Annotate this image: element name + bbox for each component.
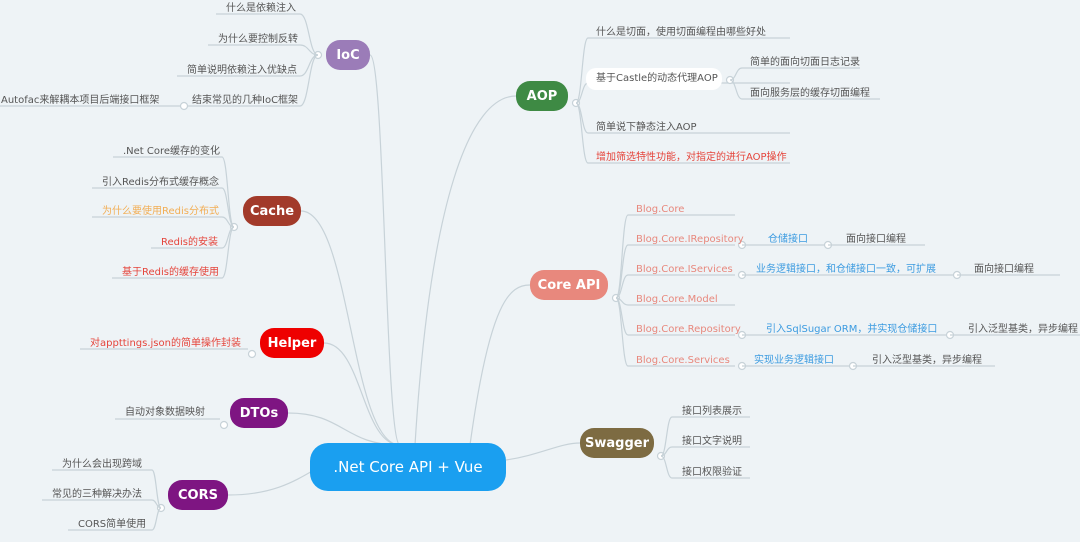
connector-line: [575, 37, 589, 104]
cache-item[interactable]: 基于Redis的缓存使用: [122, 267, 219, 278]
connector-line: [505, 442, 581, 461]
topic-dtos[interactable]: DTOs: [230, 398, 288, 428]
cache-item[interactable]: .Net Core缓存的变化: [123, 146, 221, 157]
coreapi-item[interactable]: Blog.Core.Repository: [636, 324, 741, 335]
aop-item[interactable]: 增加筛选特性功能，对指定的进行AOP操作: [596, 152, 787, 163]
connector-line: [660, 455, 673, 479]
topic-core-api[interactable]: Core API: [530, 270, 608, 300]
connector-line: [221, 187, 235, 228]
swagger-item[interactable]: 接口文字说明: [682, 436, 742, 447]
cache-item[interactable]: 为什么要使用Redis分布式: [102, 206, 219, 217]
connector-line: [369, 54, 401, 446]
topic-ioc[interactable]: IoC: [326, 40, 370, 70]
connector-line: [221, 156, 235, 228]
connector-line: [151, 469, 162, 509]
topic-aop[interactable]: AOP: [516, 81, 568, 111]
cors-item[interactable]: 常见的三种解决办法: [52, 489, 142, 500]
ioc-item[interactable]: 什么是依赖注入: [226, 3, 296, 14]
coreapi-subitem[interactable]: 仓储接口: [768, 234, 808, 245]
coreapi-item[interactable]: Blog.Core.IRepository: [636, 234, 744, 245]
connector-line: [299, 54, 319, 77]
connector-line: [615, 297, 629, 367]
ioc-subitem[interactable]: Autofac来解耦本项目后端接口框架: [1, 95, 160, 106]
swagger-item[interactable]: 接口权限验证: [682, 467, 742, 478]
connector-line: [299, 54, 319, 107]
coreapi-item[interactable]: Blog.Core.Services: [636, 355, 730, 366]
swagger-item[interactable]: 接口列表展示: [682, 406, 742, 417]
aop-subitem[interactable]: 简单的面向切面日志记录: [750, 57, 860, 68]
cache-item[interactable]: Redis的安装: [161, 237, 218, 248]
coreapi-item[interactable]: Blog.Core: [636, 204, 685, 215]
connector-line: [221, 226, 235, 279]
connector-line: [300, 210, 401, 446]
connector-line: [151, 499, 162, 509]
cors-item[interactable]: 为什么会出现跨域: [62, 459, 142, 470]
coreapi-subitem[interactable]: 面向接口编程: [846, 234, 906, 245]
cors-item[interactable]: CORS简单使用: [78, 519, 147, 530]
coreapi-subitem[interactable]: 引入泛型基类，异步编程: [872, 355, 982, 366]
coreapi-item[interactable]: Blog.Core.IServices: [636, 264, 733, 275]
topic-swagger[interactable]: Swagger: [580, 428, 654, 458]
ioc-item[interactable]: 为什么要控制反转: [218, 34, 298, 45]
aop-item[interactable]: 简单说下静态注入AOP: [596, 122, 697, 133]
coreapi-item[interactable]: Blog.Core.Model: [636, 294, 718, 305]
branch-collapse-dot[interactable]: [219, 420, 229, 430]
connector-line: [575, 102, 589, 164]
connector-line: [414, 95, 517, 446]
connector-line: [299, 13, 319, 56]
connector-line: [729, 79, 743, 100]
ioc-item[interactable]: 结束常见的几种IoC框架: [192, 95, 299, 106]
aop-item[interactable]: 什么是切面，使用切面编程由哪些好处: [596, 27, 766, 38]
connector-line: [729, 67, 743, 81]
helper-item[interactable]: 对appttings.json的简单操作封装: [90, 338, 241, 349]
connector-line: [660, 416, 673, 457]
coreapi-subitem[interactable]: 引入SqlSugar ORM，并实现仓储接口: [766, 324, 938, 335]
topic-cors[interactable]: CORS: [168, 480, 228, 510]
connector-line: [287, 412, 401, 446]
coreapi-subitem[interactable]: 实现业务逻辑接口: [754, 355, 834, 366]
topic-cache[interactable]: Cache: [243, 196, 301, 226]
connector-line: [615, 274, 629, 299]
aop-item-highlight: [586, 68, 722, 90]
aop-item[interactable]: 基于Castle的动态代理AOP: [596, 73, 718, 84]
topic-helper[interactable]: Helper: [260, 328, 324, 358]
aop-subitem[interactable]: 面向服务层的缓存切面编程: [750, 88, 870, 99]
ioc-item[interactable]: 简单说明依赖注入优缺点: [187, 65, 297, 76]
coreapi-subitem[interactable]: 面向接口编程: [974, 264, 1034, 275]
connector-line: [299, 44, 319, 56]
root-node[interactable]: .Net Core API + Vue: [310, 443, 506, 491]
connector-line: [151, 507, 162, 531]
connector-line: [660, 446, 673, 457]
branch-collapse-dot[interactable]: [247, 349, 257, 359]
connector-line: [323, 342, 401, 446]
cache-item[interactable]: 引入Redis分布式缓存概念: [102, 177, 219, 188]
branch-collapse-dot[interactable]: [179, 101, 189, 111]
coreapi-subitem[interactable]: 引入泛型基类，异步编程: [968, 324, 1078, 335]
dtos-item[interactable]: 自动对象数据映射: [125, 407, 205, 418]
connector-line: [469, 284, 531, 446]
coreapi-subitem[interactable]: 业务逻辑接口，和仓储接口一致，可扩展: [756, 264, 936, 275]
